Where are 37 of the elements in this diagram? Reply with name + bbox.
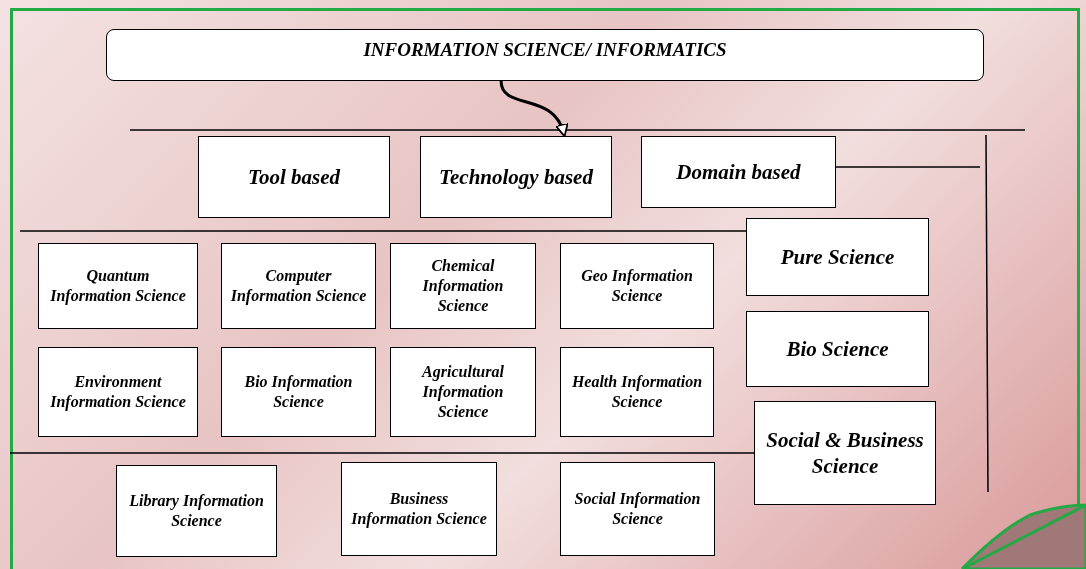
box-label: Pure Science [780,243,895,271]
category-box [641,136,836,208]
category-box [746,218,929,296]
category-box [390,347,536,437]
curved-arrow [499,80,568,138]
category-box [754,401,936,505]
box-label: Geo Information Science [580,266,694,306]
box-label: Domain based [676,158,801,186]
category-box [390,243,536,329]
box-label: Technology based [439,163,593,191]
category-box [746,311,929,387]
box-label: Chemical Information Science [421,256,505,316]
category-box [560,243,714,329]
category-box [116,465,277,557]
category-box [420,136,612,218]
category-box [341,462,497,556]
category-box [38,243,198,329]
category-box [560,347,714,437]
box-label: Bio Science [786,335,889,363]
box-label: Health Information Science [570,372,704,412]
box-label: Bio Information Science [243,372,354,412]
category-box [38,347,198,437]
category-box [198,136,390,218]
box-label: Quantum Information Science [49,266,187,306]
title-box [106,29,984,81]
box-label: Agricultural Information Science [420,362,505,422]
category-box [560,462,715,556]
box-label: Computer Information Science [229,266,368,306]
box-label: Environment Information Science [49,372,187,412]
category-box [221,243,376,329]
box-label: Social Information Science [573,489,702,529]
box-label: Social & Business Science [765,426,925,480]
box-label: Business Information Science [350,489,488,529]
category-box [221,347,376,437]
box-label: Library Information Science [128,491,265,531]
box-label: Tool based [248,163,340,191]
title-text: INFORMATION SCIENCE/ INFORMATICS [363,38,727,62]
